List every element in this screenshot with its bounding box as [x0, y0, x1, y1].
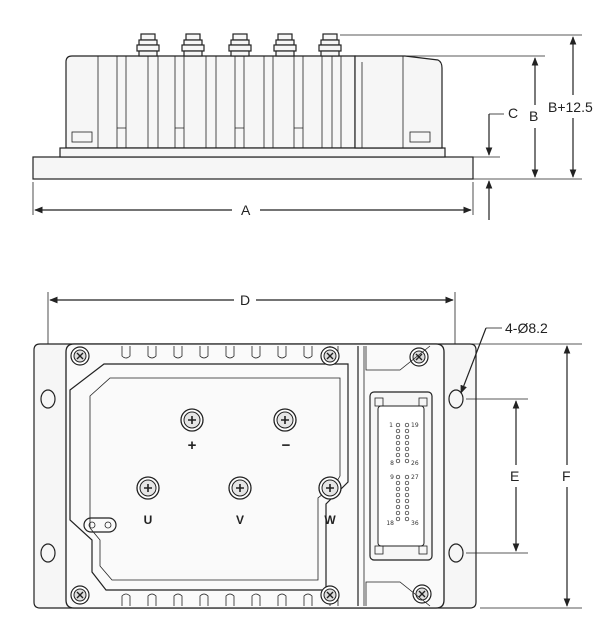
dim-b-label: B	[529, 108, 538, 124]
dim-f-label: F	[562, 468, 571, 484]
pin-label-19: 19	[411, 422, 419, 429]
connector-block-side	[354, 55, 443, 149]
connector-pin-column-left	[395, 422, 401, 522]
corner-screw-top-right	[409, 347, 429, 367]
dim-a-label: A	[241, 202, 251, 218]
terminal-plus	[180, 408, 204, 432]
terminal-w-label: W	[324, 513, 336, 527]
vent-slot	[83, 517, 117, 533]
terminal-plus-label: +	[188, 437, 197, 454]
mount-hole-top-right	[448, 389, 464, 409]
pin-label-18: 18	[386, 520, 394, 527]
corner-screw-bottom-left	[70, 585, 90, 605]
dim-c-label: C	[508, 105, 518, 121]
pin-label-1: 1	[389, 422, 393, 429]
side-view: C B B+12.5 A	[32, 33, 593, 220]
mount-hole-bottom-left	[40, 543, 56, 563]
heatsink-fins	[97, 56, 342, 148]
housing-flange	[59, 147, 446, 158]
mount-hole-top-left	[40, 389, 56, 409]
hole-callout-leader	[460, 327, 487, 394]
dim-bplus-label: B+12.5	[548, 99, 593, 115]
pin-label-36: 36	[411, 520, 419, 527]
signal-connector: 1 19 8 26 9 27 18 36	[369, 391, 433, 561]
base-plate	[32, 156, 474, 180]
mount-hole-bottom-right	[448, 543, 464, 563]
corner-screw-bottom-mid	[320, 585, 340, 605]
terminal-minus-label: −	[282, 437, 291, 454]
terminal-studs	[136, 33, 342, 57]
terminal-w	[318, 476, 342, 500]
housing-top	[65, 343, 445, 609]
pin-label-27: 27	[411, 474, 419, 481]
dim-e-label: E	[510, 468, 519, 484]
hole-callout-label: 4-Ø8.2	[505, 320, 548, 336]
terminal-v-label: V	[236, 513, 244, 527]
top-view: D	[33, 292, 582, 609]
corner-screw-top-mid	[320, 346, 340, 366]
terminal-u-label: U	[144, 513, 153, 527]
housing-side	[65, 55, 356, 149]
terminal-v	[228, 476, 252, 500]
pin-label-8: 8	[390, 460, 394, 467]
mount-foot-right	[409, 131, 431, 143]
terminal-minus	[273, 408, 297, 432]
dim-d-label: D	[240, 292, 250, 308]
corner-screw-top-left	[70, 346, 90, 366]
corner-screw-bottom-right	[412, 584, 432, 604]
terminal-u	[136, 476, 160, 500]
pin-label-9: 9	[390, 474, 394, 481]
connector-pin-column-right	[404, 422, 410, 522]
pin-label-26: 26	[411, 460, 419, 467]
mount-foot-left	[71, 131, 93, 143]
